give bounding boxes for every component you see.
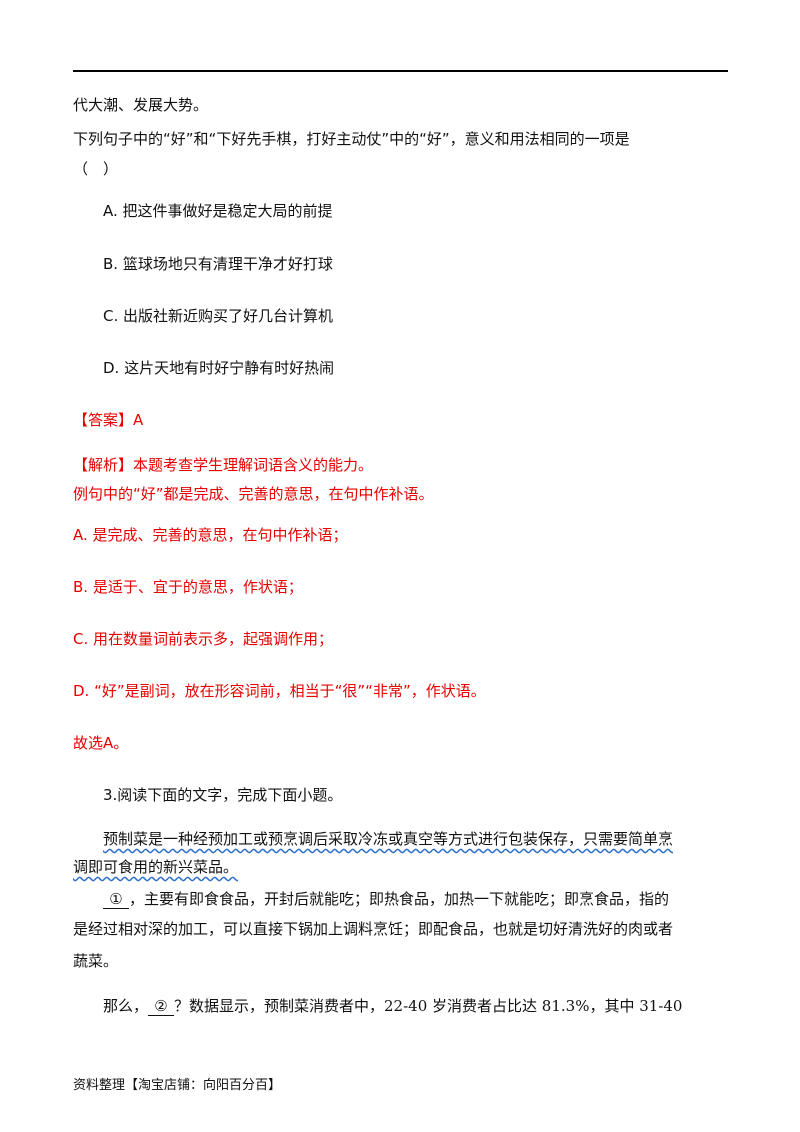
option-c-letter: C.	[103, 307, 119, 325]
blank-1: ①	[103, 890, 129, 909]
option-b-text: 篮球场地只有清理干净才好打球	[122, 255, 333, 273]
option-a-text: 把这件事做好是稳定大局的前提	[122, 202, 333, 220]
option-d-text: 这片天地有时好宁静有时好热闹	[124, 359, 335, 377]
option-c-text: 出版社新近购买了好几台计算机	[123, 307, 334, 325]
passage-p2-line1-text: ，主要有即食食品，开封后就能吃；即热食品，加热一下就能吃；即烹食品，指的	[129, 890, 670, 908]
passage-p3-line1: 那么，②？数据显示，预制菜消费者中，22-40 岁消费者占比达 81.3%，其中…	[103, 996, 682, 1016]
analysis-explanation: 例句中的“好”都是完成、完善的意思，在句中作补语。	[73, 485, 434, 503]
option-b: B. 篮球场地只有清理干净才好打球	[103, 254, 333, 274]
analysis-item-d: D. “好”是副词，放在形容词前，相当于“很”“非常”，作状语。	[73, 682, 486, 700]
passage-p3-text: ？数据显示，预制菜消费者中，22-40 岁消费者占比达 81.3%，其中 31-…	[174, 997, 683, 1015]
analysis-item-c: C. 用在数量词前表示多，起强调作用；	[73, 630, 334, 648]
analysis-conclusion: 故选A。	[73, 734, 129, 752]
passage-p3-prefix: 那么，	[103, 997, 149, 1015]
question-stem: 下列句子中的“好”和“下好先手棋，打好主动仗”中的“好”，意义和用法相同的一项是	[73, 130, 630, 148]
passage-p1-line1-text: 预制菜是一种经预加工或预烹调后采取冷冻或真空等方式进行包装保存，只需要简单烹	[103, 830, 674, 848]
section3-heading: 3.阅读下面的文字，完成下面小题。	[103, 786, 343, 804]
passage-p2-line3: 蔬菜。	[73, 952, 119, 970]
passage-p2-line2: 是经过相对深的加工，可以直接下锅加上调料烹饪；即配食品，也就是切好清洗好的肉或者	[73, 920, 674, 938]
analysis-item-a: A. 是完成、完善的意思，在句中作补语；	[73, 526, 348, 544]
passage-p1-line2-text: 调即可食用的新兴菜品。	[73, 858, 239, 876]
previous-passage-tail: 代大潮、发展大势。	[73, 96, 209, 114]
option-b-letter: B.	[103, 255, 119, 273]
header-rule	[73, 70, 728, 72]
option-c: C. 出版社新近购买了好几台计算机	[103, 306, 333, 326]
passage-p1-line2: 调即可食用的新兴菜品。	[73, 857, 238, 877]
passage-p1-line1: 预制菜是一种经预加工或预烹调后采取冷冻或真空等方式进行包装保存，只需要简单烹	[103, 829, 673, 849]
option-d: D. 这片天地有时好宁静有时好热闹	[103, 358, 334, 378]
analysis-item-b: B. 是适于、宜于的意思，作状语；	[73, 578, 303, 596]
footer-source: 资料整理【淘宝店铺：向阳百分百】	[73, 1078, 282, 1093]
analysis-heading: 【解析】本题考查学生理解词语含义的能力。	[73, 456, 374, 474]
passage-p2-line1: ①，主要有即食食品，开封后就能吃；即热食品，加热一下就能吃；即烹食品，指的	[103, 889, 669, 909]
option-a-letter: A.	[103, 202, 118, 220]
option-d-letter: D.	[103, 359, 120, 377]
blank-2: ②	[148, 997, 175, 1016]
answer-paren: （ ）	[73, 160, 119, 178]
answer-label: 【答案】A	[73, 411, 144, 429]
option-a: A. 把这件事做好是稳定大局的前提	[103, 201, 333, 221]
